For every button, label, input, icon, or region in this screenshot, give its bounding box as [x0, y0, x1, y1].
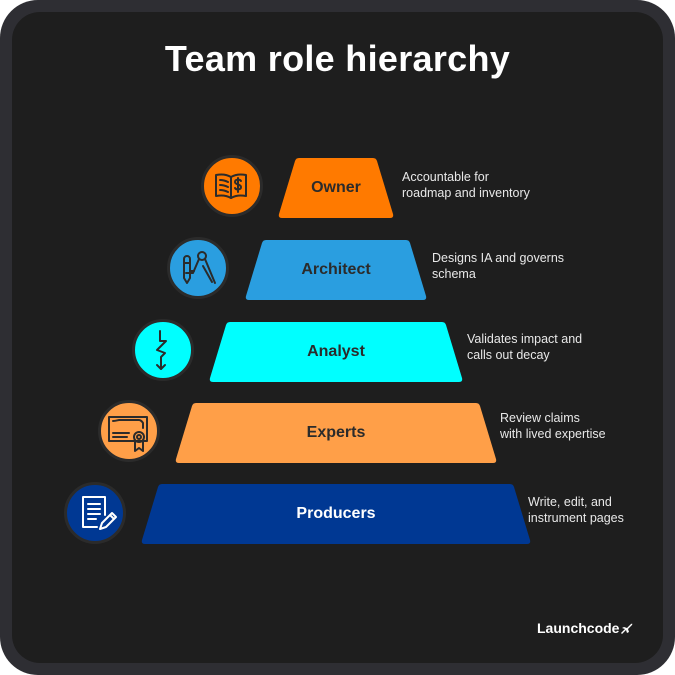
tier-description-owner: Accountable for roadmap and inventory [402, 170, 530, 200]
trapezoid-experts [175, 403, 497, 463]
brand-name: Launchcode [537, 620, 620, 636]
brand-logo: Launchcode [537, 620, 634, 637]
tier-description-analyst: Validates impact and calls out decay [467, 332, 583, 362]
zigzag-arrow-icon [132, 319, 194, 381]
book-dollar-icon [201, 155, 263, 217]
trapezoid-owner [278, 158, 394, 218]
plane-icon [620, 621, 634, 637]
tier-label-architect: Architect [301, 261, 371, 278]
trapezoid-analyst [209, 322, 463, 382]
pencil-compass-icon [167, 237, 229, 299]
page-title: Team role hierarchy [164, 38, 511, 79]
certificate-icon [98, 400, 160, 462]
tier-description-architect: Designs IA and governs schema [432, 251, 565, 281]
tier-label-owner: Owner [311, 179, 361, 196]
tier-owner: Owner [277, 156, 395, 220]
document-pencil-icon [64, 482, 126, 544]
tier-analyst: Analyst [208, 320, 464, 384]
tier-label-analyst: Analyst [307, 343, 365, 360]
tier-description-producers: Write, edit, and instrument pages [528, 495, 624, 525]
tier-architect: Architect [244, 238, 428, 302]
tier-producers: Producers [140, 482, 532, 546]
trapezoid-producers [141, 484, 531, 544]
tier-label-producers: Producers [296, 505, 376, 522]
tier-experts: Experts [174, 401, 498, 465]
tier-label-experts: Experts [306, 424, 366, 441]
tier-description-experts: Review claims with lived expertise [500, 411, 606, 441]
trapezoid-architect [245, 240, 427, 300]
